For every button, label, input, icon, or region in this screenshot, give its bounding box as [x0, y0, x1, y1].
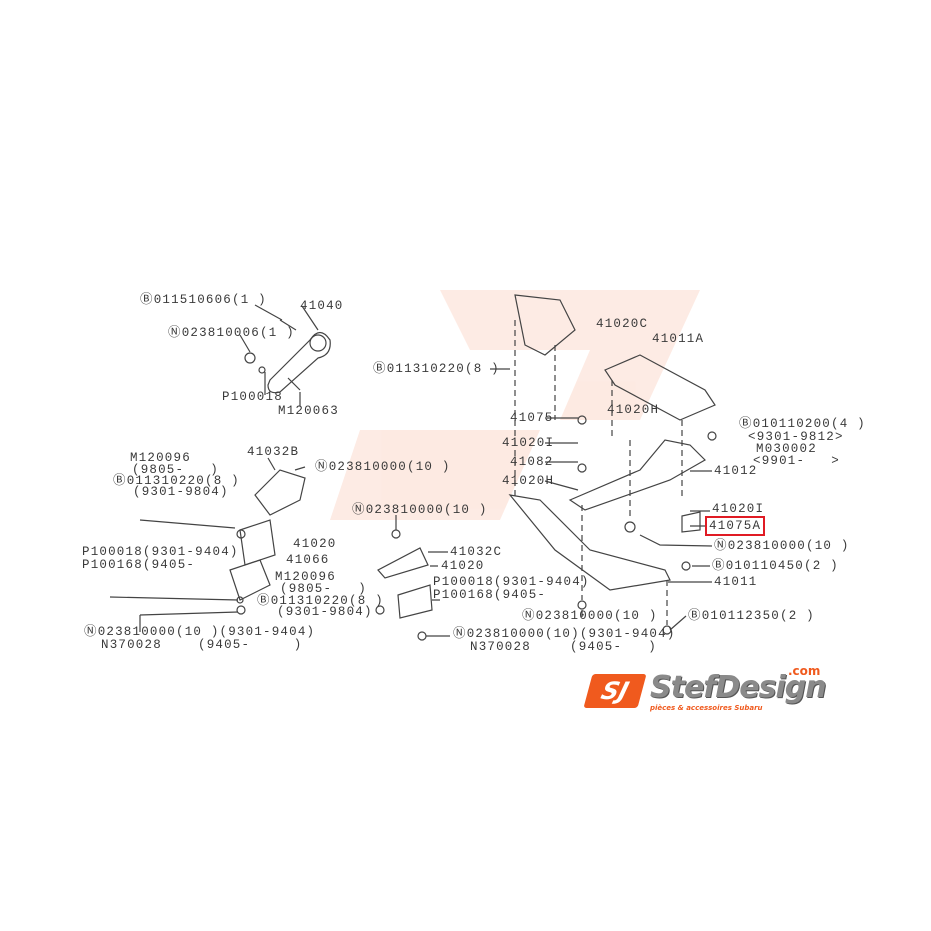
part-label[interactable]: Ⓑ010112350(2 ) — [688, 609, 815, 623]
part-label[interactable]: Ⓝ023810000(10 ) — [315, 460, 451, 474]
part-label: (9805- ) — [280, 582, 368, 596]
part-label[interactable]: 41011A — [652, 332, 705, 346]
mount-41020-center — [397, 584, 433, 619]
crossmember-41011A — [604, 354, 716, 421]
part-label[interactable]: Ⓝ023810000(10 )(9301-9404) — [84, 625, 316, 639]
part-label[interactable]: P100018 — [222, 390, 283, 404]
watermark-logo — [330, 290, 700, 520]
part-label: (9301-9804) — [133, 485, 229, 499]
crossmember-41011 — [508, 494, 671, 591]
torque-rod-41040 — [267, 331, 331, 394]
part-label[interactable]: 41040 — [300, 299, 344, 313]
part-label[interactable]: 41066 — [286, 553, 330, 567]
logo-mark: SJ — [583, 674, 647, 708]
part-label: <9901- > — [753, 454, 841, 468]
bracket-41020C — [514, 294, 576, 356]
part-label: (9805- ) — [132, 463, 220, 477]
part-label[interactable]: 41020H — [502, 474, 555, 488]
part-label[interactable]: Ⓑ011510606(1 ) — [140, 293, 267, 307]
part-label[interactable]: Ⓑ011310220(8 ) — [373, 362, 500, 376]
part-label[interactable]: Ⓝ023810000(10 ) — [522, 609, 658, 623]
mount-41066 — [229, 559, 271, 601]
part-label[interactable]: M120096 — [275, 570, 336, 584]
logo-domain: .com — [788, 664, 821, 678]
part-label[interactable]: 41020 — [441, 559, 485, 573]
part-label[interactable]: M120096 — [130, 451, 191, 465]
crossmember-41012 — [568, 439, 706, 511]
part-label[interactable]: M030002 — [756, 442, 817, 456]
part-label: <9301-9812> — [748, 430, 844, 444]
part-label[interactable]: P100018(9301-9404) — [82, 545, 239, 559]
bracket-41032C — [377, 547, 429, 579]
part-label: (9405- ) — [570, 640, 658, 654]
part-label[interactable]: N370028 — [101, 638, 162, 652]
stefdesign-logo: SJ StefDesign .com pièces & accessoires … — [583, 664, 848, 716]
part-label[interactable]: N370028 — [470, 640, 531, 654]
part-label[interactable]: 41012 — [714, 464, 758, 478]
mount-41020-left — [239, 519, 276, 566]
part-label[interactable]: 41020 — [293, 537, 337, 551]
part-label[interactable]: 41082 — [510, 455, 554, 469]
part-label[interactable]: 41011 — [714, 575, 758, 589]
part-label[interactable]: 41032C — [450, 545, 503, 559]
part-label[interactable]: 41075 — [510, 411, 554, 425]
part-label[interactable]: Ⓝ023810000(10 ) — [352, 503, 488, 517]
part-label[interactable]: P100018(9301-9404) — [433, 575, 590, 589]
part-label[interactable]: Ⓝ023810000(10)(9301-9404) — [453, 627, 676, 641]
part-label: (9405- ) — [198, 638, 303, 652]
part-label[interactable]: Ⓑ011310220(8 ) — [257, 594, 384, 608]
part-label[interactable]: Ⓑ010110200(4 ) — [739, 417, 866, 431]
logo-tagline: pièces & accessoires Subaru — [650, 704, 763, 712]
part-label[interactable]: 41020C — [596, 317, 649, 331]
part-label[interactable]: Ⓑ010110450(2 ) — [712, 559, 839, 573]
part-label: (9301-9804) — [277, 605, 373, 619]
part-label[interactable]: P100168(9405- — [433, 588, 547, 602]
part-label[interactable]: Ⓑ011310220(8 ) — [113, 474, 240, 488]
part-label[interactable]: 41032B — [247, 445, 300, 459]
highlighted-part-label[interactable]: 41075A — [704, 516, 766, 536]
part-label[interactable]: Ⓝ023810000(10 ) — [714, 539, 850, 553]
logo-name: StefDesign — [650, 670, 827, 705]
part-label[interactable]: 41020I — [502, 436, 555, 450]
part-label[interactable]: 41020H — [607, 403, 660, 417]
part-label[interactable]: M120063 — [278, 404, 339, 418]
part-label[interactable]: 41020I — [712, 502, 765, 516]
part-label[interactable]: P100168(9405- — [82, 558, 196, 572]
bracket-41032B — [254, 469, 306, 516]
part-label[interactable]: Ⓝ023810006(1 ) — [168, 326, 295, 340]
